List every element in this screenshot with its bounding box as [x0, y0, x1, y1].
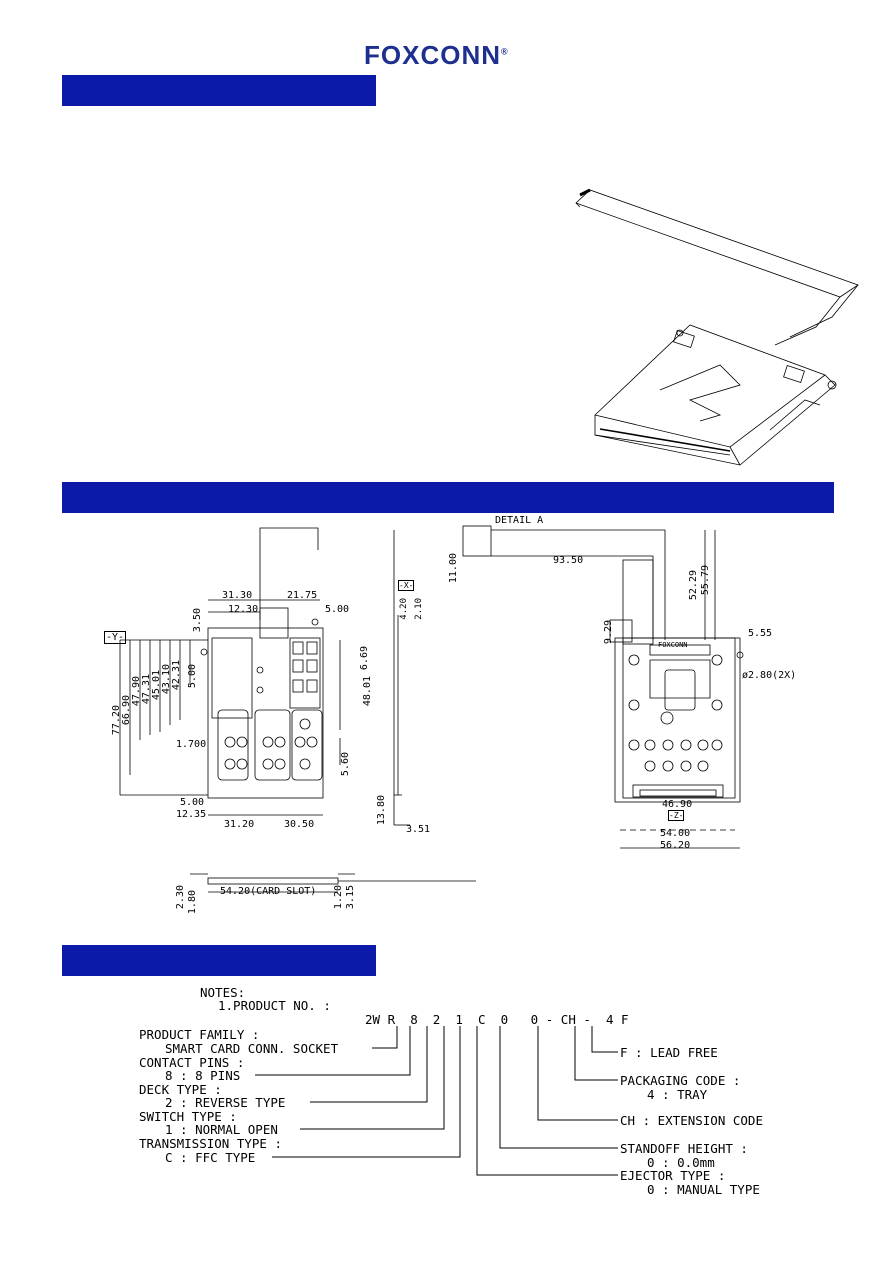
product-no-label: 1.PRODUCT NO. :: [218, 998, 331, 1013]
dim-label: 5.00: [325, 604, 350, 615]
pn-contacts: 8: [410, 1012, 418, 1027]
dim-label: 31.20: [224, 819, 255, 830]
note-value: 2 : REVERSE TYPE: [165, 1095, 286, 1110]
note-label: PRODUCT FAMILY :: [139, 1027, 260, 1042]
profile-view-drawing: [190, 873, 476, 893]
note-label: PACKAGING CODE :: [620, 1073, 741, 1088]
dim-label: 46.90: [662, 799, 693, 810]
dim-label: 5.55: [748, 628, 773, 639]
axis-label-y: -Y-: [104, 631, 127, 644]
registered-mark: ®: [501, 46, 509, 57]
pn-leadfree: F: [621, 1012, 629, 1027]
dim-label: 12.30: [228, 604, 259, 615]
dim-label: ø2.80(2X): [742, 670, 797, 681]
note-label: CONTACT PINS :: [139, 1055, 245, 1070]
part-number: 2W R 8 2 1 C 0 0 - CH - 4 F: [365, 1012, 629, 1027]
foxconn-logo: FOXCONN®: [364, 40, 509, 71]
dim-label: 54.20(CARD SLOT): [220, 886, 317, 897]
pn-switch: 1: [455, 1012, 463, 1027]
pn-dash: -: [545, 1012, 554, 1027]
dim-label: 21.75: [287, 590, 318, 601]
dim-label: 30.50: [284, 819, 315, 830]
note-label: F : LEAD FREE: [620, 1045, 718, 1060]
pn-ejector: 0: [500, 1012, 509, 1027]
part-marking: FOXCONN: [658, 641, 688, 649]
top-view-drawing: [119, 527, 341, 816]
note-label: TRANSMISSION TYPE :: [139, 1136, 282, 1151]
note-value: 8 : 8 PINS: [165, 1068, 241, 1083]
dim-label: 93.50: [553, 555, 584, 566]
pn-series: 2W: [365, 1012, 381, 1027]
note-value: 1 : NORMAL OPEN: [165, 1122, 278, 1137]
note-label: STANDOFF HEIGHT :: [620, 1141, 748, 1156]
dim-label: 12.35: [176, 809, 207, 820]
note-label: DECK TYPE :: [139, 1082, 222, 1097]
dim-label: 54.00: [660, 828, 691, 839]
pn-family: R: [387, 1012, 396, 1027]
pn-packaging: 4: [605, 1012, 614, 1027]
section-bar-ordering: [62, 945, 376, 976]
right-view-drawing: [462, 525, 744, 849]
note-value: 0 : 0.0mm: [647, 1155, 715, 1170]
section-bar-dimensions: [62, 482, 834, 513]
note-label: SWITCH TYPE :: [139, 1109, 237, 1124]
pn-dash: -: [583, 1012, 591, 1027]
notes-title: NOTES:: [200, 985, 246, 1000]
detail-label: DETAIL A: [495, 515, 544, 526]
axis-label-x: -X-: [398, 580, 415, 591]
dim-label: 31.30: [222, 590, 253, 601]
dim-label: 5.00: [180, 797, 205, 808]
pn-deck: 2: [432, 1012, 441, 1027]
pn-standoff: 0: [530, 1012, 539, 1027]
note-label: CH : EXTENSION CODE: [620, 1113, 763, 1128]
note-value: 0 : MANUAL TYPE: [647, 1182, 760, 1197]
dim-label: 1.700: [176, 739, 207, 750]
pn-transmission: C: [477, 1012, 486, 1027]
dim-label: 56.20: [660, 840, 691, 851]
product-illustration: [575, 188, 859, 466]
dim-label: 3.51: [406, 824, 431, 835]
side-view-drawing: [393, 530, 410, 826]
note-value: SMART CARD CONN. SOCKET: [165, 1041, 339, 1056]
brand-name: FOXCONN: [364, 40, 501, 70]
note-value: C : FFC TYPE: [165, 1150, 256, 1165]
pn-extension: CH: [560, 1012, 576, 1027]
section-bar-overview: [62, 75, 376, 106]
axis-label-z: -Z-: [668, 810, 685, 821]
note-value: 4 : TRAY: [647, 1087, 708, 1102]
note-label: EJECTOR TYPE :: [620, 1168, 726, 1183]
